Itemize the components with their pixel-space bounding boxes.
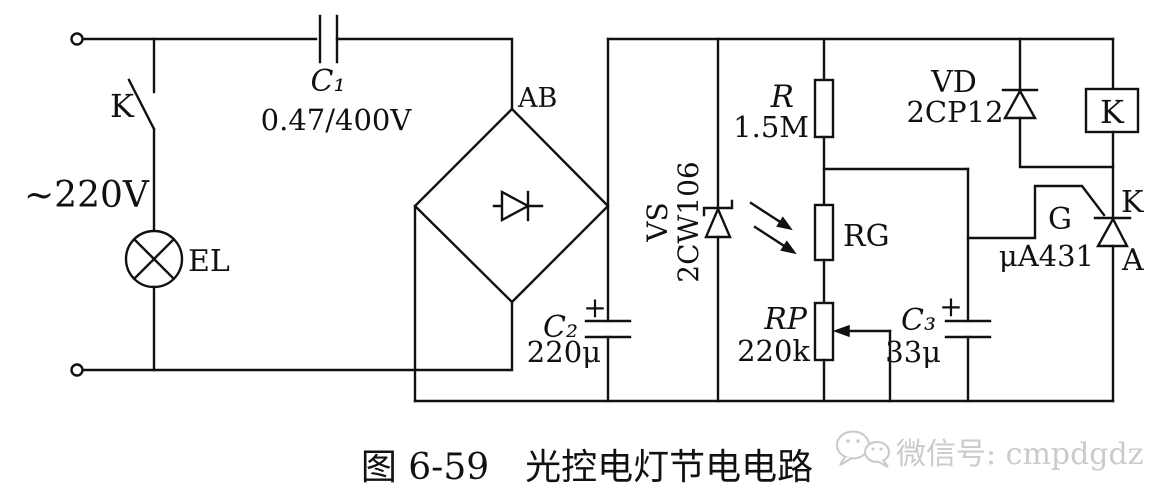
c3-value: 33μ: [885, 335, 941, 369]
capacitor-c3: + C₃ 33μ: [885, 290, 992, 403]
zener-triangle: [704, 205, 732, 239]
regulator-anode-label: A: [1121, 243, 1144, 278]
switch-k: K: [110, 37, 156, 233]
relay-label: K: [1100, 93, 1125, 131]
c2-name: C₂: [543, 310, 578, 345]
zener-vs: VS 2CW106: [641, 37, 734, 403]
c1-value: 0.47/400V: [261, 103, 413, 137]
c2-value: 220μ: [527, 335, 601, 369]
resistor-r: R 1.5M: [733, 37, 835, 207]
wiper-arrowhead: [832, 324, 850, 338]
photoresistor-rg: RG: [749, 201, 890, 305]
r-name: R: [770, 79, 794, 115]
potentiometer-rp: RP 220k: [737, 301, 892, 403]
divider-node-wiring: [822, 167, 1106, 323]
light-rays: [749, 201, 787, 249]
relay-k: K: [1084, 37, 1140, 220]
light-arrowhead: [776, 216, 793, 231]
figure-caption: 图 6-59 光控电灯节电电路: [361, 447, 813, 488]
c3-plates: [944, 319, 992, 339]
gate-wire: [966, 184, 1106, 240]
regulator-triangle: [1095, 216, 1129, 248]
vd-triangle: [1002, 88, 1038, 120]
switch-blade: [127, 78, 156, 131]
resistor-body: [813, 78, 835, 139]
c1-name: C₁: [311, 64, 346, 99]
regulator-cathode-label: K: [1121, 185, 1144, 220]
regulator-ua431: G μA431 K A: [999, 185, 1144, 403]
rg-label: RG: [843, 219, 890, 254]
r-value: 1.5M: [733, 110, 809, 144]
rp-name: RP: [763, 302, 808, 337]
zener-name: VS: [641, 202, 674, 242]
bridge-label: AB: [517, 83, 557, 114]
regulator-gate-label: G: [1048, 202, 1072, 237]
bridge-rectifier: AB: [413, 37, 610, 403]
c3-name: C₃: [901, 303, 936, 338]
terminal-top: [70, 32, 84, 46]
zener-value: 2CW106: [672, 161, 705, 282]
c3-plus-sign: +: [939, 290, 962, 323]
diode-vd: VD 2CP12: [906, 37, 1115, 169]
vd-value: 2CP12: [906, 95, 1003, 129]
c1-plates: [318, 14, 339, 64]
capacitor-c1: C₁ 0.47/400V: [261, 14, 514, 137]
light-arrowhead: [780, 240, 797, 255]
rp-value: 220k: [737, 334, 810, 368]
capacitor-c2: + C₂ 220μ: [527, 291, 632, 403]
switch-label: K: [110, 87, 135, 125]
bridge-diode-icon: [500, 189, 531, 223]
potentiometer-body: [813, 301, 835, 362]
c2-plus-sign: +: [583, 291, 606, 324]
regulator-name: μA431: [999, 239, 1094, 273]
lamp-el: EL: [124, 229, 230, 372]
vd-name: VD: [930, 65, 977, 100]
wechat-icon: [836, 430, 890, 468]
terminal-bottom: [70, 363, 84, 377]
watermark-text: 微信号: cmpdgdz: [896, 437, 1144, 472]
watermark: 微信号: cmpdgdz: [836, 430, 1144, 472]
photoresistor-body: [813, 203, 835, 262]
ac-voltage-label: ~220V: [24, 175, 150, 216]
lamp-label: EL: [188, 244, 230, 279]
